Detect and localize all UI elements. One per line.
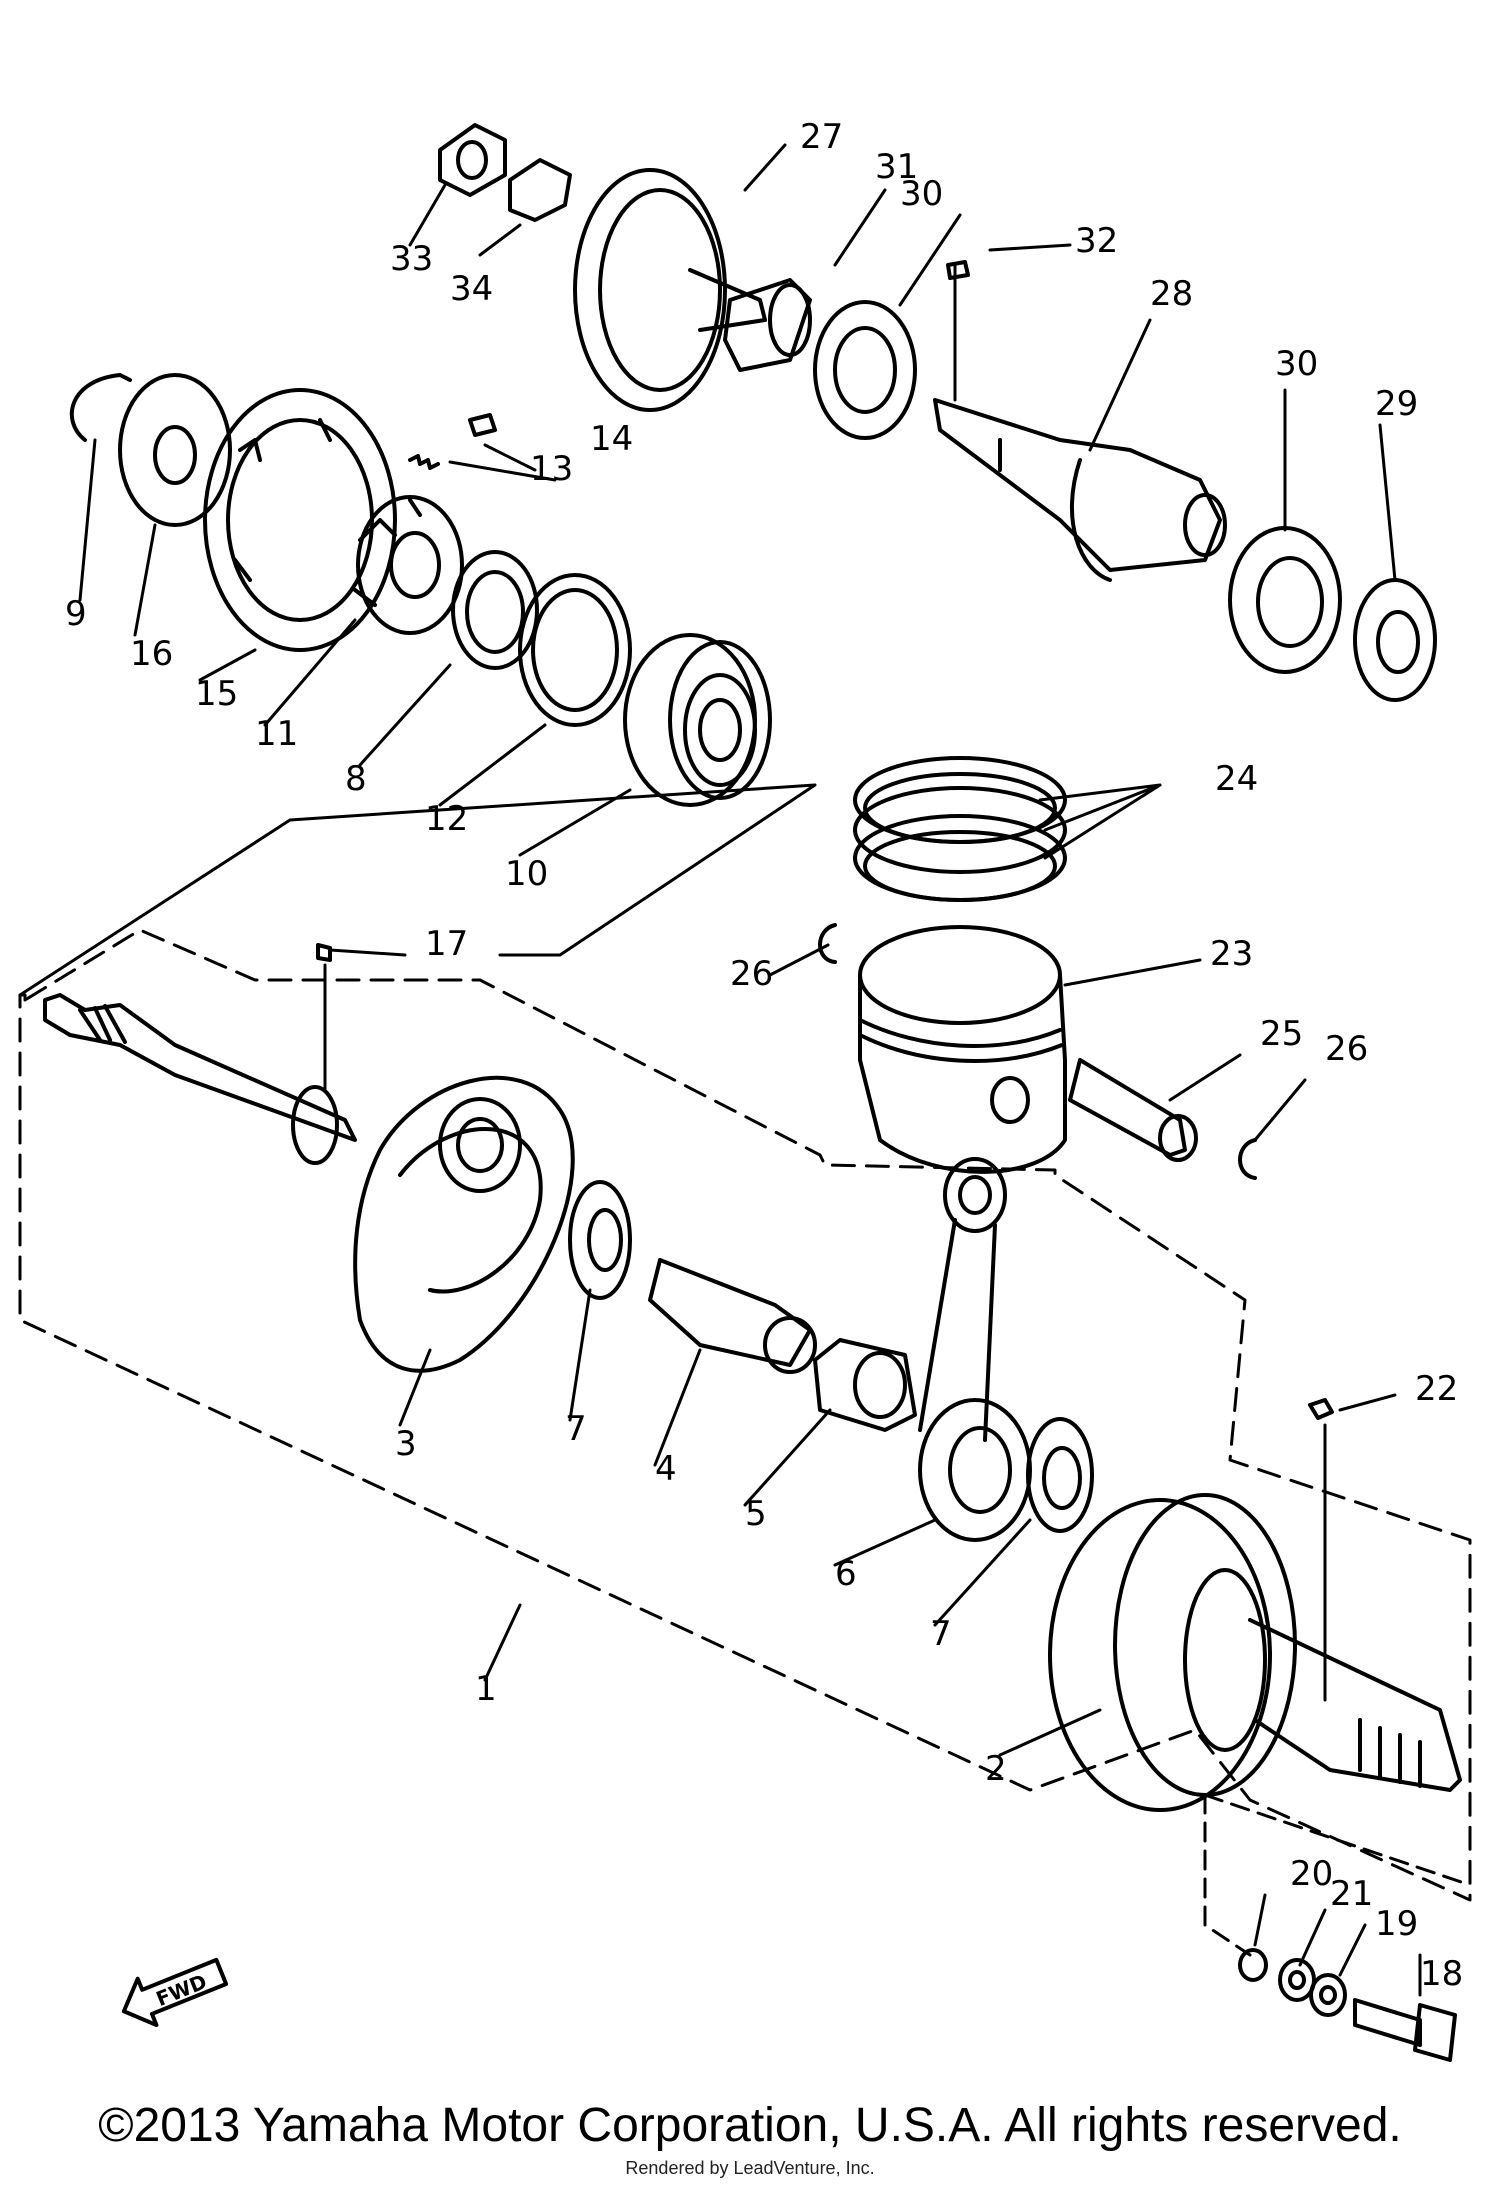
callout-32: 32: [1075, 221, 1118, 261]
retainer-plate: [118, 373, 232, 527]
callout-27: 27: [800, 117, 843, 157]
starter-clutch-gear: [203, 388, 397, 652]
connecting-rod: [918, 1157, 1032, 1542]
callout-18: 18: [1420, 1954, 1463, 1994]
washer-21: [1278, 1958, 1316, 2002]
thrust-washer-7-right: [1026, 1417, 1094, 1533]
piston-ring-set: [853, 756, 1067, 902]
crank-pin: [648, 1258, 817, 1374]
crankshaft-assembly-outline: [18, 928, 1472, 1902]
callout-24: 24: [1215, 759, 1258, 799]
washer-12: [518, 573, 632, 727]
crank-web-right: [1048, 1493, 1462, 1812]
callout-16: 16: [130, 634, 173, 674]
oil-seal-8: [451, 550, 539, 670]
key-32: [946, 260, 970, 280]
fwd-arrow-icon: FWD: [121, 1957, 229, 2028]
callout-23: 23: [1210, 934, 1253, 974]
nut-33: [438, 123, 507, 197]
bolt-18: [1353, 1998, 1457, 2062]
callout-19: 19: [1375, 1904, 1418, 1944]
callout-7: 7: [930, 1614, 952, 1654]
callout-30: 30: [900, 174, 943, 214]
callout-31: 31: [875, 147, 918, 187]
circlip-9: [69, 373, 132, 442]
piston-pin: [1068, 1058, 1198, 1162]
callout-21: 21: [1330, 1874, 1373, 1914]
callout-28: 28: [1150, 274, 1193, 314]
callout-26: 26: [1325, 1029, 1368, 1069]
callout-10: 10: [505, 854, 548, 894]
thrust-washer-7-left: [568, 1180, 632, 1300]
leader-lines: [78, 143, 1422, 1997]
callout-33: 33: [390, 239, 433, 279]
spring-13: [408, 454, 440, 470]
crank-web-left: [43, 993, 575, 1373]
bearing-30-upper: [813, 300, 917, 440]
callout-6: 6: [835, 1554, 857, 1594]
rendered-by-note: Rendered by LeadVenture, Inc.: [625, 2158, 875, 2178]
callout-1: 1: [475, 1669, 497, 1709]
callout-34: 34: [450, 269, 493, 309]
callout-25: 25: [1260, 1014, 1303, 1054]
callout-labels: 1234567789101112131415161718192021222324…: [65, 117, 1463, 1994]
woodruff-key-22: [1308, 1398, 1334, 1420]
balancer-drive-gear: [573, 168, 767, 412]
callout-11: 11: [255, 714, 298, 754]
callout-26: 26: [730, 954, 773, 994]
callout-14: 14: [590, 419, 633, 459]
bearing-group-outline: [18, 783, 817, 997]
callout-5: 5: [745, 1494, 767, 1534]
callout-2: 2: [985, 1749, 1007, 1789]
callout-8: 8: [345, 759, 367, 799]
balancer-shaft: [933, 263, 1227, 582]
copyright-notice: ©2013 Yamaha Motor Corporation, U.S.A. A…: [98, 2099, 1402, 2152]
lock-washer-34: [508, 158, 572, 222]
callout-17: 17: [425, 924, 468, 964]
woodruff-key-17: [316, 943, 332, 962]
callout-9: 9: [65, 594, 87, 634]
callout-3: 3: [395, 1424, 417, 1464]
callout-12: 12: [425, 799, 468, 839]
bearing-29: [1353, 578, 1437, 702]
circlip-26-left: [818, 923, 837, 964]
bushing-31: [723, 278, 812, 372]
callout-29: 29: [1375, 384, 1418, 424]
callout-20: 20: [1290, 1854, 1333, 1894]
callout-22: 22: [1415, 1369, 1458, 1409]
needle-bearing: [813, 1338, 917, 1432]
plunger-14: [468, 413, 497, 437]
washer-19: [1309, 1973, 1347, 2017]
callout-15: 15: [195, 674, 238, 714]
callout-7: 7: [565, 1409, 587, 1449]
callout-13: 13: [530, 449, 573, 489]
callout-30: 30: [1275, 344, 1318, 384]
circlip-26-right: [1238, 1138, 1257, 1180]
bolt-group-outline: [1203, 1793, 1472, 1957]
piston: [858, 925, 1067, 1174]
bearing-30-lower: [1228, 526, 1342, 674]
callout-4: 4: [655, 1449, 677, 1489]
bearing-10: [623, 633, 772, 807]
o-ring-20: [1238, 1948, 1268, 1982]
